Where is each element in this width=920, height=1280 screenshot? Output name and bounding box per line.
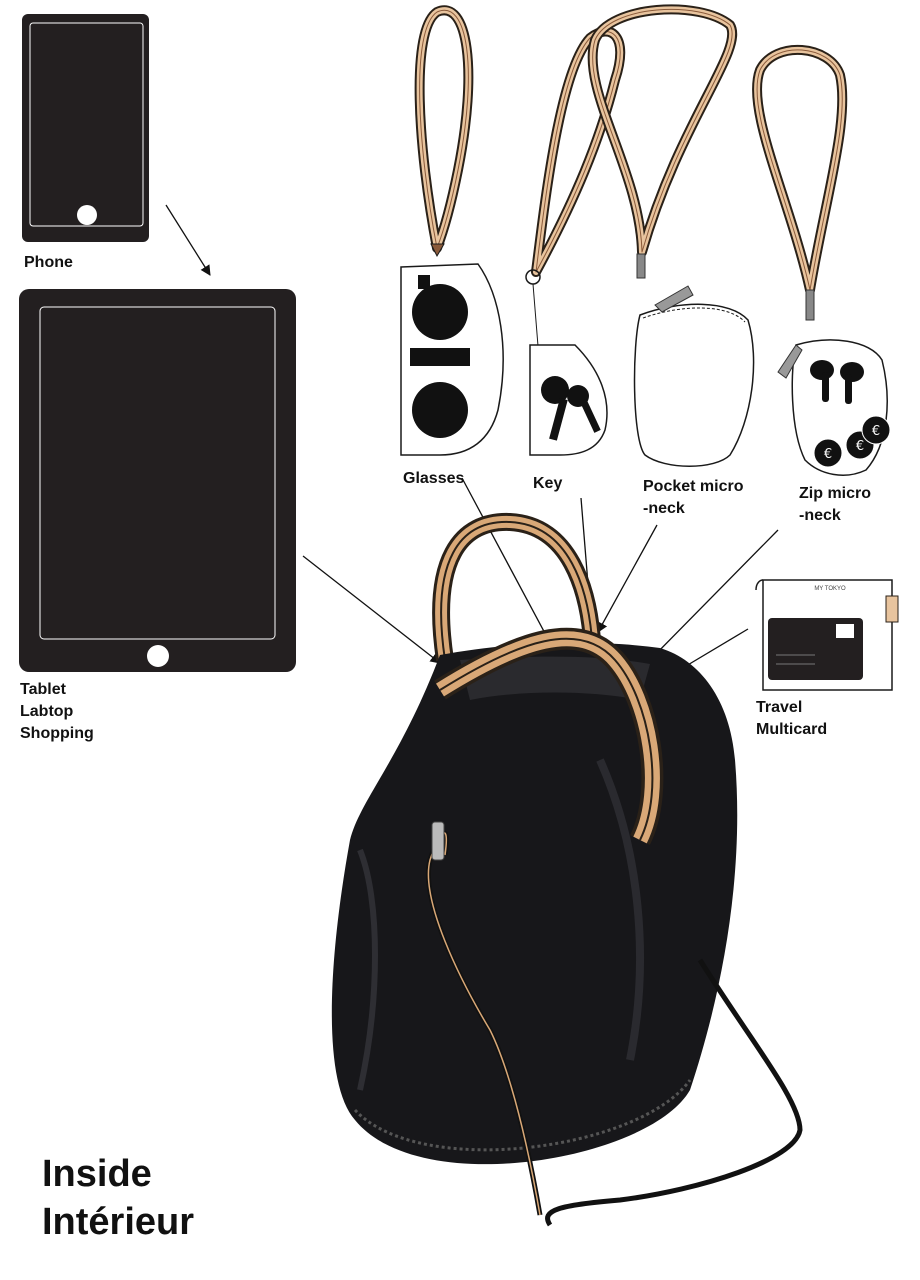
zip-pouch: € € € (777, 289, 891, 476)
title-line-fr: Intérieur (42, 1201, 195, 1243)
glasses-pouch (400, 243, 504, 456)
label-zip-line-2: -neck (799, 507, 841, 524)
label-tablet-line-2: Labtop (20, 703, 74, 720)
tablet-home-button (147, 645, 169, 667)
lanyards (414, 4, 848, 295)
label-tablet: Tablet Labtop Shopping (20, 679, 94, 745)
svg-text:€: € (872, 424, 880, 439)
card-brand-text: MY TOKYO (814, 586, 846, 592)
label-travel-line-1: Travel (756, 699, 803, 716)
zipper-pull-icon (654, 285, 694, 313)
glasses-lanyard (414, 5, 474, 253)
arrow-phone (165, 204, 211, 276)
title-line-en: Inside (42, 1153, 152, 1195)
zip-clasp (805, 289, 815, 321)
label-travel: Travel Multicard (756, 697, 827, 741)
title-inside: Inside Intérieur (42, 1150, 194, 1246)
euro-coin-icon: € € € (813, 415, 891, 468)
label-zip: Zip micro -neck (799, 483, 871, 527)
sunglasses-icon (410, 275, 470, 438)
arrow-pocket (597, 524, 658, 633)
earbuds-icon (810, 360, 864, 404)
arrow-zip (647, 529, 779, 663)
pocket-lanyard (587, 4, 738, 257)
svg-text:€: € (856, 439, 864, 454)
label-key: Key (533, 475, 563, 492)
card-strap-tab (885, 595, 899, 623)
label-glasses: Glasses (403, 470, 465, 487)
key-lanyard (531, 26, 626, 277)
label-pocket-line-1: Pocket micro (643, 478, 744, 495)
key-pouch (525, 269, 608, 456)
travel-multicard (755, 579, 899, 691)
pocket-pouch (633, 253, 755, 467)
arrow-tablet (302, 555, 441, 664)
zip-pull-icon (777, 344, 803, 379)
pocket-clasp (636, 253, 646, 279)
label-pocket: Pocket micro -neck (643, 476, 743, 520)
zip-lanyard (752, 44, 848, 295)
svg-text:€: € (824, 447, 832, 462)
label-tablet-line-1: Tablet (20, 681, 66, 698)
label-phone: Phone (24, 254, 73, 271)
arrow-glasses (461, 477, 556, 653)
label-travel-line-2: Multicard (756, 721, 828, 738)
label-zip-line-1: Zip micro (799, 485, 872, 502)
bag-photo (331, 512, 803, 1227)
bag-swivel-clasp (431, 821, 445, 861)
label-tablet-line-3: Shopping (20, 725, 94, 742)
phone-home-button (77, 205, 97, 225)
keys-icon (541, 376, 601, 441)
phone-device (22, 14, 149, 242)
tablet-device (19, 289, 296, 672)
label-pocket-line-2: -neck (643, 500, 685, 517)
